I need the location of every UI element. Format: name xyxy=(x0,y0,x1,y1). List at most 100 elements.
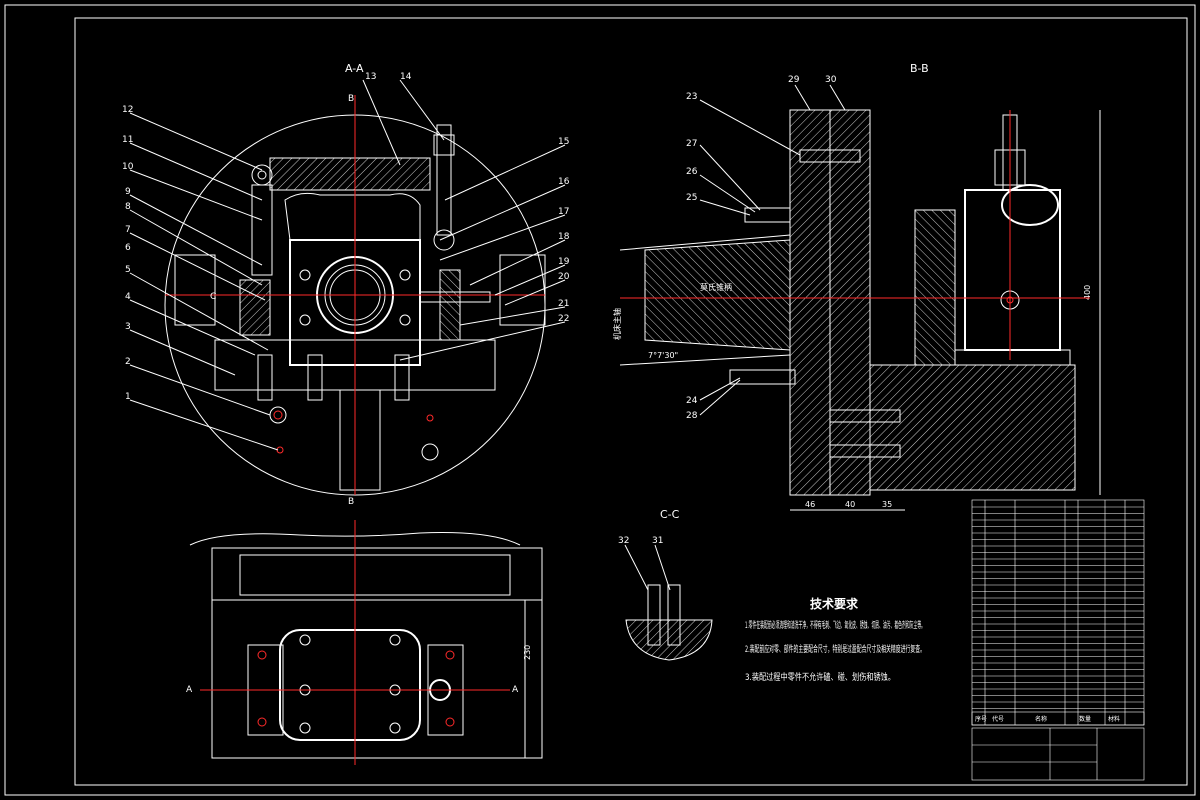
part-number: 8 xyxy=(125,202,131,212)
cc-leader xyxy=(624,544,649,591)
part-number: 26 xyxy=(686,167,698,177)
swing-bolt xyxy=(436,124,452,236)
leaders-aa xyxy=(129,79,566,451)
screw xyxy=(299,314,311,326)
small-hole xyxy=(426,414,434,422)
plate-screw xyxy=(729,369,796,385)
title-block: 序号 代号 名称 数量 材料 xyxy=(971,499,1145,781)
part-number: 24 xyxy=(686,396,698,406)
right-guide-block xyxy=(499,254,546,326)
swing-bolt-nut xyxy=(433,134,455,156)
part-number: 18 xyxy=(558,232,570,242)
bom-header: 材料 xyxy=(1108,715,1120,723)
cc-leader xyxy=(654,544,671,591)
fixture-base xyxy=(954,349,1071,366)
tech-requirement-item: 3.装配过程中零件不允许磕、碰、划伤和锈蚀。 xyxy=(745,671,895,683)
dim-46: 46 xyxy=(805,500,815,509)
bom-header: 代号 xyxy=(992,715,1004,723)
fixture-upright xyxy=(914,209,956,366)
hinge-pin xyxy=(251,164,273,186)
part-number: 17 xyxy=(558,207,569,217)
left-slider xyxy=(239,279,271,336)
part-number: 1 xyxy=(125,392,131,402)
bom-header-row xyxy=(971,711,1145,726)
support-pin xyxy=(257,354,273,401)
section-marker-b-top: B xyxy=(348,94,354,104)
hinge-support xyxy=(251,184,273,276)
taper-line-bottom xyxy=(619,354,791,366)
part-number: 28 xyxy=(686,411,698,421)
workpiece-pipe xyxy=(1001,184,1059,226)
plate-screw xyxy=(744,207,791,223)
tech-requirements: 技术要求 1.零件在装配前必须清理和清洗干净，不得有毛刺、飞边、氧化皮、锈蚀、切… xyxy=(745,596,925,683)
taper-line-top xyxy=(619,234,791,251)
break-line xyxy=(189,532,521,546)
tech-requirement-item: 2.装配前应对零、部件的主要配合尺寸，特别是过盈配合尺寸及相关精度进行复查。 xyxy=(745,643,925,655)
bom-header: 数量 xyxy=(1079,715,1091,723)
support-pin xyxy=(307,354,323,401)
bom-table xyxy=(971,499,1145,726)
part-number: 7 xyxy=(125,225,131,235)
bracket-hole xyxy=(445,650,455,660)
view-bb: B-B 400 46 40 35 7°7'30" 莫氏锥柄 机床 xyxy=(612,62,1101,511)
bom-header: 名称 xyxy=(1035,715,1047,723)
part-number: 31 xyxy=(652,536,663,546)
top-view-inner xyxy=(239,554,511,596)
bom-header: 序号 xyxy=(975,715,987,723)
right-slider xyxy=(439,269,461,341)
bolt-hole xyxy=(389,634,401,646)
part-number: 4 xyxy=(125,292,131,302)
part-number: 14 xyxy=(400,72,412,82)
part-number: 25 xyxy=(686,193,697,203)
part-number: 2 xyxy=(125,357,131,367)
section-marker-a-left: A xyxy=(186,685,193,695)
screw xyxy=(399,269,411,281)
clamp-lever xyxy=(269,157,431,191)
locating-hole xyxy=(269,406,287,424)
plate-screw xyxy=(799,149,861,163)
dim-40: 40 xyxy=(845,500,855,509)
dim-35: 35 xyxy=(882,500,892,509)
taper-shank xyxy=(644,239,791,351)
taper-annotation: 莫氏锥柄 xyxy=(700,282,732,292)
part-number: 19 xyxy=(558,257,570,267)
plate-screw xyxy=(829,444,901,458)
section-marker-a-right: A xyxy=(512,685,519,695)
locating-hole-inner xyxy=(273,410,283,420)
part-number: 23 xyxy=(686,92,697,102)
section-label-aa: A-A xyxy=(345,62,364,75)
part-number: 9 xyxy=(125,187,131,197)
outer-border xyxy=(4,4,1196,796)
clamp-plate-top xyxy=(279,629,421,741)
part-number: 6 xyxy=(125,243,131,253)
dim-400: 400 xyxy=(1083,285,1092,300)
leaders-bb xyxy=(699,84,846,416)
part-number: 29 xyxy=(788,75,800,85)
section-marker-b-bottom: B xyxy=(348,497,354,507)
bolt-hole xyxy=(389,722,401,734)
bolt-hole xyxy=(299,634,311,646)
screw xyxy=(399,314,411,326)
part-number: 3 xyxy=(125,322,131,332)
part-number: 22 xyxy=(558,314,569,324)
fixture-body xyxy=(869,364,1076,491)
cc-pin-left xyxy=(647,584,661,646)
view-top: A A 230 xyxy=(186,520,543,765)
fixture-housing xyxy=(964,189,1061,351)
tech-requirements-title: 技术要求 xyxy=(810,596,859,611)
title-box xyxy=(971,727,1145,781)
bracket-hole xyxy=(445,717,455,727)
section-label-cc: C-C xyxy=(660,508,680,521)
part-number: 32 xyxy=(618,536,629,546)
part-number: 11 xyxy=(122,135,133,145)
column-body xyxy=(339,389,381,491)
swing-bolt-pivot xyxy=(433,229,455,251)
part-number: 10 xyxy=(122,162,134,172)
part-number: 12 xyxy=(122,105,133,115)
screw xyxy=(299,269,311,281)
spindle-annotation: 机床主轴 xyxy=(612,308,622,340)
workpiece-outline xyxy=(284,192,421,241)
part-number: 20 xyxy=(558,272,570,282)
top-view-frame xyxy=(211,547,543,759)
